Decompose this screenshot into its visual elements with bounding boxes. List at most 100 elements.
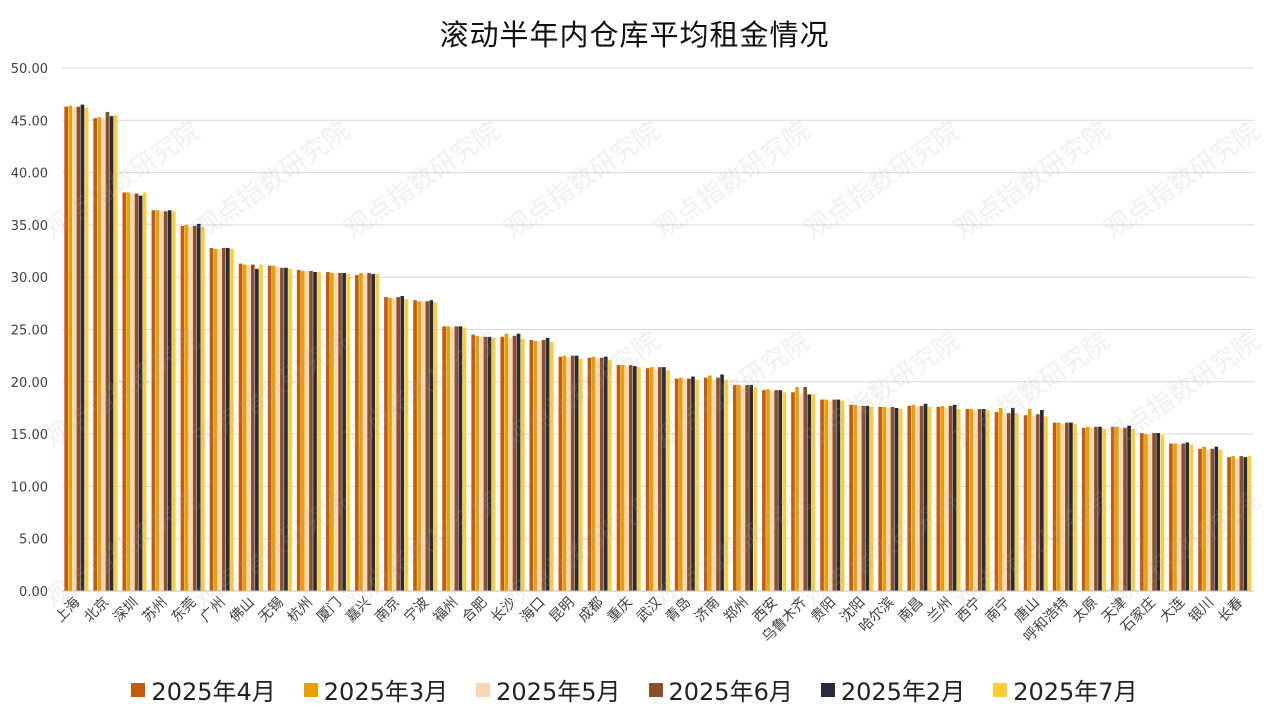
bar bbox=[1065, 422, 1069, 591]
bar bbox=[1006, 413, 1011, 591]
bar bbox=[255, 268, 259, 591]
bar bbox=[770, 391, 774, 591]
x-tick-label: 东莞 bbox=[169, 595, 200, 626]
x-tick-label: 兰州 bbox=[924, 595, 955, 626]
bar bbox=[342, 273, 346, 591]
bar bbox=[745, 384, 749, 591]
y-tick-label: 0.00 bbox=[19, 585, 48, 600]
bar bbox=[832, 399, 837, 591]
bar bbox=[1169, 443, 1173, 591]
bar bbox=[313, 271, 317, 591]
bar bbox=[882, 406, 887, 591]
x-tick-label: 嘉兴 bbox=[343, 595, 374, 626]
bar bbox=[603, 356, 608, 591]
x-tick-label: 长沙 bbox=[488, 595, 519, 626]
bar bbox=[359, 273, 363, 591]
bar bbox=[545, 337, 550, 591]
bar bbox=[180, 225, 185, 591]
bar bbox=[1148, 434, 1152, 591]
bar bbox=[836, 399, 841, 591]
bar bbox=[828, 400, 833, 591]
bar bbox=[384, 297, 388, 591]
bars bbox=[64, 104, 1252, 592]
bar bbox=[607, 359, 612, 591]
bar bbox=[782, 392, 787, 591]
bar bbox=[275, 266, 280, 591]
bar bbox=[487, 336, 492, 591]
bar bbox=[1181, 443, 1185, 591]
bar bbox=[1081, 427, 1086, 591]
bar bbox=[878, 406, 883, 591]
bar bbox=[516, 333, 521, 591]
bar bbox=[658, 367, 662, 591]
legend-swatch bbox=[993, 682, 1008, 697]
bar bbox=[595, 358, 600, 591]
bar bbox=[1115, 426, 1119, 591]
bar bbox=[1177, 444, 1181, 591]
bar bbox=[334, 273, 338, 591]
bar bbox=[637, 367, 641, 591]
bar bbox=[1218, 449, 1223, 591]
bar bbox=[200, 226, 205, 592]
bar bbox=[512, 335, 517, 591]
bar bbox=[973, 410, 978, 591]
bar bbox=[97, 117, 102, 591]
x-tick-label: 宁波 bbox=[400, 594, 432, 626]
bar bbox=[288, 268, 292, 591]
bar bbox=[84, 107, 89, 591]
bar bbox=[1144, 434, 1148, 591]
bar bbox=[890, 406, 895, 591]
bar bbox=[820, 399, 824, 591]
bar bbox=[267, 265, 272, 591]
x-tick-label: 无锡 bbox=[256, 595, 287, 626]
bar bbox=[500, 336, 505, 591]
bar bbox=[404, 299, 409, 591]
bar bbox=[791, 392, 795, 591]
bar bbox=[649, 367, 654, 591]
bar bbox=[520, 338, 525, 591]
bar bbox=[346, 274, 351, 591]
bar bbox=[1231, 456, 1235, 591]
bar bbox=[919, 405, 924, 591]
y-tick-label: 45.00 bbox=[11, 114, 48, 129]
x-tick-label: 广州 bbox=[198, 595, 229, 626]
legend-label: 2025年2月 bbox=[840, 678, 966, 706]
bar bbox=[927, 406, 932, 591]
bar bbox=[857, 405, 862, 591]
y-tick-label: 5.00 bbox=[19, 533, 48, 548]
bar bbox=[824, 399, 828, 591]
legend-label: 2025年5月 bbox=[496, 678, 621, 706]
bar bbox=[624, 366, 629, 591]
bar bbox=[109, 116, 114, 592]
bar bbox=[766, 389, 770, 591]
bar bbox=[491, 337, 496, 591]
bar bbox=[188, 226, 193, 592]
bar bbox=[969, 409, 974, 591]
bar bbox=[774, 390, 778, 591]
bar bbox=[741, 385, 745, 591]
bar bbox=[1060, 423, 1065, 591]
x-tick-label: 西宁 bbox=[953, 594, 985, 626]
bar bbox=[940, 405, 945, 591]
bar bbox=[221, 247, 226, 591]
bar bbox=[645, 368, 650, 591]
bar bbox=[105, 111, 110, 592]
bar bbox=[259, 264, 263, 591]
bar bbox=[861, 405, 866, 591]
bar bbox=[578, 358, 583, 591]
bar bbox=[225, 247, 230, 591]
bar bbox=[192, 225, 197, 591]
bar bbox=[1227, 457, 1231, 591]
bar bbox=[633, 366, 637, 591]
x-tick-label: 武汉 bbox=[634, 595, 665, 626]
bar bbox=[371, 274, 376, 591]
bar bbox=[1027, 409, 1032, 591]
bar bbox=[363, 274, 367, 591]
bar bbox=[695, 379, 699, 591]
bar bbox=[923, 403, 928, 591]
bar bbox=[1002, 413, 1007, 591]
bar bbox=[803, 387, 808, 591]
bar bbox=[296, 269, 301, 591]
x-tick-label: 北京 bbox=[81, 595, 112, 626]
bar bbox=[620, 365, 625, 591]
